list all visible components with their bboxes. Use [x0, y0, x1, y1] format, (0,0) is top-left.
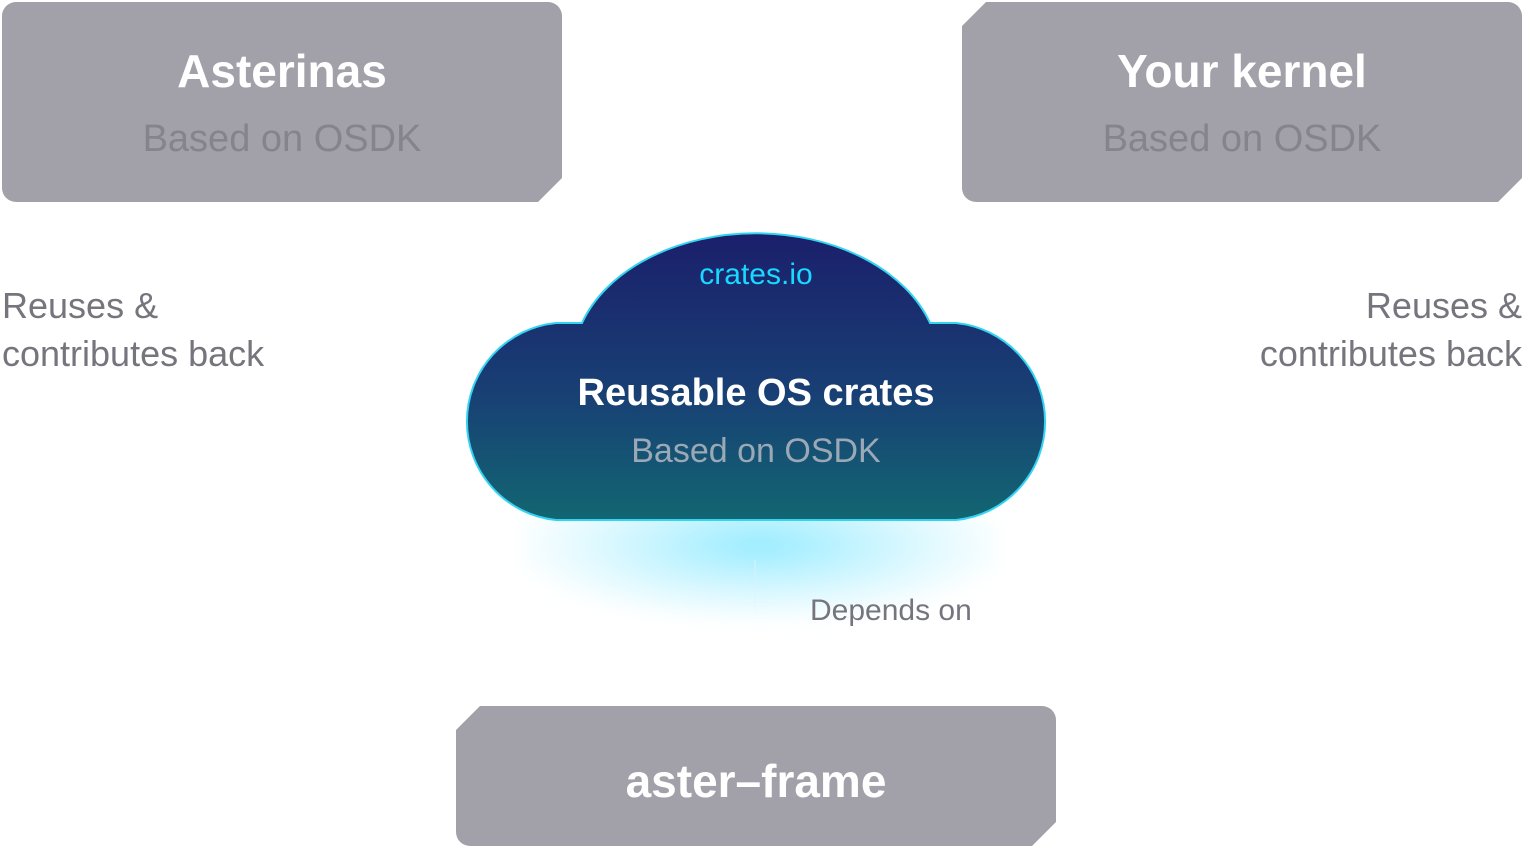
aster-frame-title: aster–frame	[625, 755, 887, 807]
cloud-shape	[465, 232, 1047, 521]
left-relation-label: Reuses & contributes back	[2, 282, 264, 378]
cloud-title: Reusable OS crates	[577, 372, 935, 414]
your-kernel-subtitle: Based on OSDK	[1102, 118, 1382, 160]
cloud-registry-label: crates.io	[699, 258, 813, 291]
cloud-subtitle: Based on OSDK	[631, 432, 881, 470]
asterinas-card: Asterinas Based on OSDK	[2, 2, 562, 202]
asterinas-title: Asterinas	[177, 45, 387, 97]
aster-frame-card: aster–frame	[456, 706, 1056, 846]
depends-on-connector	[754, 560, 756, 620]
your-kernel-title: Your kernel	[1117, 45, 1367, 97]
right-relation-line1: Reuses &	[1365, 285, 1522, 326]
your-kernel-card: Your kernel Based on OSDK	[962, 2, 1522, 202]
asterinas-subtitle: Based on OSDK	[142, 118, 422, 160]
left-relation-line2: contributes back	[2, 333, 265, 374]
left-relation-line1: Reuses &	[2, 285, 159, 326]
depends-on-label: Depends on	[810, 594, 972, 627]
right-relation-line2: contributes back	[1259, 333, 1522, 374]
right-relation-label: Reuses & contributes back	[1260, 282, 1522, 378]
